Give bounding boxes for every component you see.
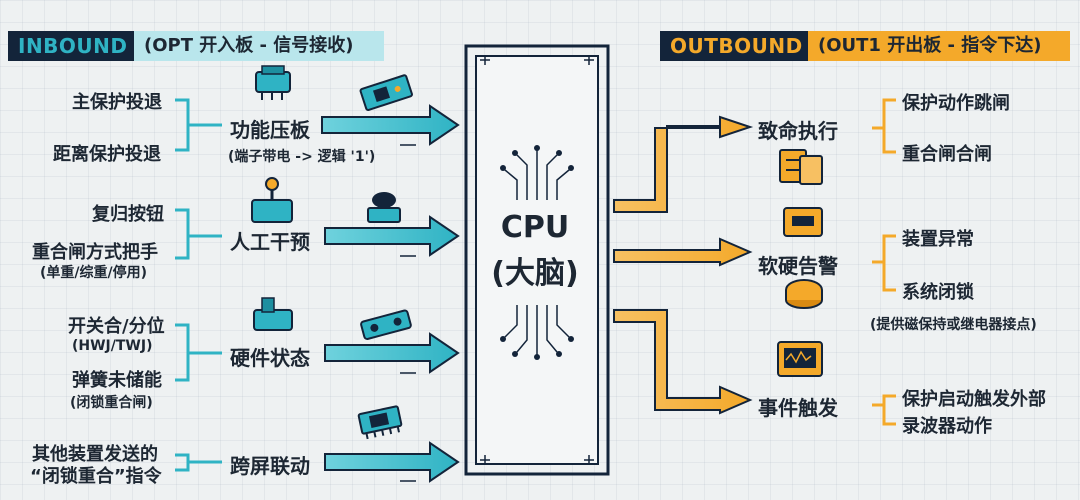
inbound-item: 弹簧未储能 (72, 370, 162, 391)
inbound-item: (HWJ/TWJ) (72, 338, 153, 354)
inbound-item: (单重/综重/停用) (40, 265, 148, 281)
outbound-subtitle: (OUT1 开出板 - 指令下达) (808, 31, 1070, 61)
outbound-item: 保护启动触发外部 (902, 389, 1046, 410)
outbound-category: 致命执行 (758, 119, 838, 143)
arrow-manual (324, 215, 460, 257)
inbound-item: (闭锁重合闸) (70, 395, 153, 411)
outbound-category: 事件触发 (758, 396, 838, 420)
inbound-category: 功能压板 (230, 118, 310, 142)
inbound-item: 主保护投退 (72, 92, 162, 113)
inbound-arrows (321, 104, 460, 483)
inbound-tag: INBOUND (8, 31, 134, 61)
inbound-item: 距离保护投退 (53, 144, 161, 165)
switch-icon (253, 297, 293, 331)
outbound-item: 系统闭锁 (902, 282, 974, 303)
outbound-category: 软硬告警 (758, 254, 838, 278)
inbound-item: 其他装置发送的 (32, 444, 158, 465)
alarm-box-icon (783, 207, 823, 237)
chip-icon (357, 405, 403, 440)
inbound-category: 人工干预 (230, 230, 310, 254)
inbound-category: 硬件状态 (230, 346, 310, 370)
inbound-category: 跨屏联动 (230, 454, 310, 478)
relay-icon (255, 65, 291, 100)
arrow-execute (613, 115, 754, 213)
outbound-item: 保护动作跳闸 (902, 93, 1010, 114)
outbound-item: 录波器动作 (902, 416, 992, 437)
oscilloscope-icon (777, 341, 823, 377)
outbound-item: (提供磁保持或继电器接点) (870, 317, 1037, 333)
cpu-subtitle: (大脑) (491, 256, 579, 291)
inbound-subtitle: (OPT 开入板 - 信号接收) (134, 31, 384, 61)
connector-icon (360, 309, 412, 340)
outbound-item: 重合闸合闸 (902, 144, 992, 165)
arrow-function (321, 104, 460, 146)
arrow-event (613, 309, 753, 415)
outbound-brackets (872, 98, 896, 426)
arrow-alarm (613, 237, 753, 267)
indicator-light-icon (785, 279, 823, 309)
outbound-tag: OUTBOUND (660, 31, 808, 61)
breaker-icon (779, 149, 823, 185)
circuit-board-icon (359, 74, 413, 111)
arrow-cross (324, 441, 460, 483)
inbound-item: 重合闸方式把手 (32, 242, 158, 263)
cpu-title: CPU (500, 210, 570, 245)
inbound-item: 开关合/分位 (68, 316, 165, 337)
joystick-icon (251, 177, 293, 223)
arrow-hardware (324, 332, 460, 374)
inbound-item: “闭锁重合”指令 (30, 466, 162, 487)
outbound-item: 装置异常 (902, 229, 974, 250)
cpu-box (464, 44, 610, 476)
inbound-note: (端子带电 -> 逻辑 '1') (228, 149, 376, 165)
inbound-brackets (175, 98, 222, 472)
push-button-icon (367, 192, 401, 223)
inbound-item: 复归按钮 (92, 204, 164, 225)
outbound-arrows (613, 115, 754, 415)
